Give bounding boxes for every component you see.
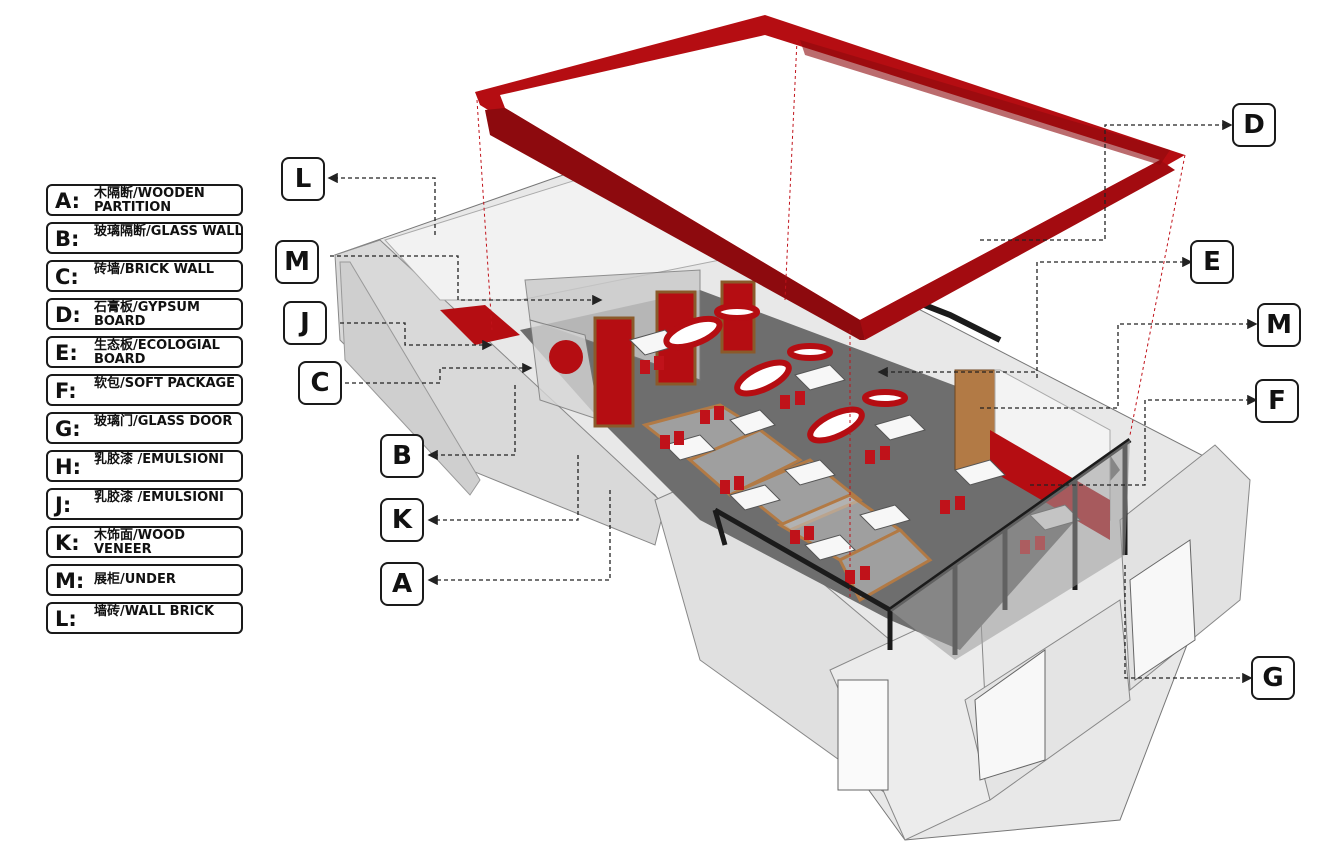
gypsum-ceiling-frame — [475, 15, 1185, 340]
pendant-lamps — [663, 303, 908, 444]
legend-item-d: D: 石膏板/GYPSUM BOARD — [46, 298, 243, 330]
legend-key: C: — [55, 265, 79, 289]
booth-partitions — [641, 403, 933, 603]
legend-text: 木饰面/WOOD VENEER — [94, 528, 185, 557]
callout-a: A — [380, 562, 424, 606]
legend-text: 软包/SOFT PACKAGE — [94, 376, 236, 391]
callout-e: E — [1190, 240, 1234, 284]
legend-key: F: — [55, 379, 77, 403]
glass-door-panel — [890, 440, 1130, 660]
legend-text: 乳胶漆 /EMULSIONI — [94, 490, 224, 505]
legend-key: D: — [55, 303, 81, 327]
legend-item-m: M: 展柜/UNDER — [46, 564, 243, 596]
legend-key: E: — [55, 341, 78, 365]
legend-text: 石膏板/GYPSUM BOARD — [94, 300, 200, 329]
callout-c: C — [298, 361, 342, 405]
legend-item-k: K: 木饰面/WOOD VENEER — [46, 526, 243, 558]
legend-text: 生态板/ECOLOGIAL BOARD — [94, 338, 220, 367]
callout-j: J — [283, 301, 327, 345]
legend-item-j: J: 乳胶漆 /EMULSIONI — [46, 488, 243, 520]
dining-tables — [629, 329, 1081, 561]
legend-text: 砖墙/BRICK WALL — [94, 262, 215, 277]
legend-key: M: — [55, 569, 85, 593]
legend-text: 乳胶漆 /EMULSIONI — [94, 452, 224, 467]
legend-text: 木隔断/WOODEN PARTITION — [94, 186, 205, 215]
legend-key: H: — [55, 455, 81, 479]
callout-l: L — [281, 157, 325, 201]
callout-leaders — [327, 119, 1258, 684]
projection-lines — [476, 39, 1186, 600]
callout-m-right: M — [1257, 303, 1301, 347]
legend-item-a: A: 木隔断/WOODEN PARTITION — [46, 184, 243, 216]
legend-key: K: — [55, 531, 80, 555]
legend-key: B: — [55, 227, 80, 251]
callout-g: G — [1251, 656, 1295, 700]
legend-text: 玻璃门/GLASS DOOR — [94, 414, 233, 429]
legend-item-g: G: 玻璃门/GLASS DOOR — [46, 412, 243, 444]
legend-item-l: L: 墙砖/WALL BRICK — [46, 602, 243, 634]
legend-text: 展柜/UNDER — [94, 572, 176, 587]
legend-key: J: — [55, 493, 72, 517]
legend-text: 玻璃隔断/GLASS WALL — [94, 224, 243, 239]
legend-item-c: C: 砖墙/BRICK WALL — [46, 260, 243, 292]
legend-item-b: B: 玻璃隔断/GLASS WALL — [46, 222, 243, 254]
callout-m-left: M — [275, 240, 319, 284]
legend-text: 墙砖/WALL BRICK — [94, 604, 215, 619]
entry-red-floor — [440, 305, 520, 345]
legend-item-f: F: 软包/SOFT PACKAGE — [46, 374, 243, 406]
legend-item-e: E: 生态板/ECOLOGIAL BOARD — [46, 336, 243, 368]
callout-f: F — [1255, 379, 1299, 423]
legend-key: A: — [55, 189, 81, 213]
callout-k: K — [380, 498, 424, 542]
legend-item-h: H: 乳胶漆 /EMULSIONI — [46, 450, 243, 482]
callout-b: B — [380, 434, 424, 478]
callout-d: D — [1232, 103, 1276, 147]
legend-key: G: — [55, 417, 81, 441]
legend-key: L: — [55, 607, 77, 631]
red-wall-panels — [549, 280, 1111, 540]
